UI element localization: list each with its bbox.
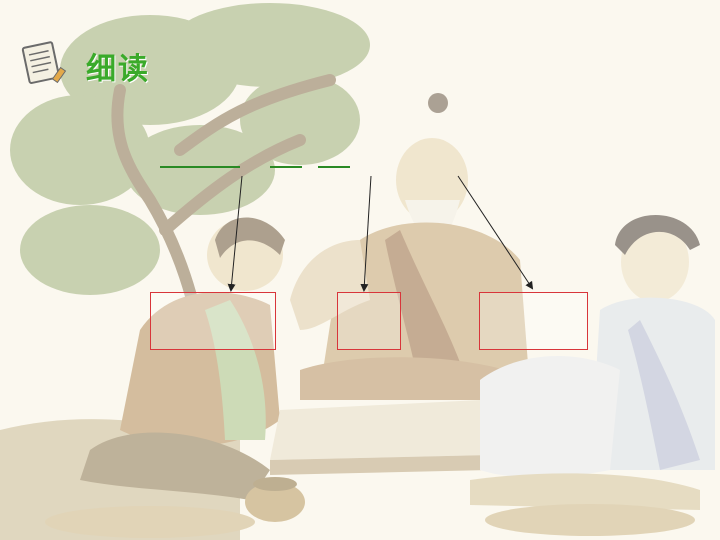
annotation-box: [479, 292, 588, 350]
arrow-line: [360, 175, 372, 292]
basket: [245, 477, 305, 522]
go-board: [270, 400, 490, 475]
heading-title: 细读: [86, 52, 150, 87]
tree-foliage: [10, 3, 370, 295]
annotation-box: [337, 292, 401, 350]
notepad-icon: [21, 41, 67, 84]
arrow-line: [227, 175, 243, 292]
right-figure: [470, 215, 715, 510]
underline-mark: [318, 166, 350, 168]
left-figure: [80, 217, 285, 500]
underline-mark: [270, 166, 302, 168]
arrow-line: [457, 175, 534, 290]
middle-figure: [290, 93, 530, 400]
annotation-box: [150, 292, 276, 350]
underline-mark: [160, 166, 240, 168]
